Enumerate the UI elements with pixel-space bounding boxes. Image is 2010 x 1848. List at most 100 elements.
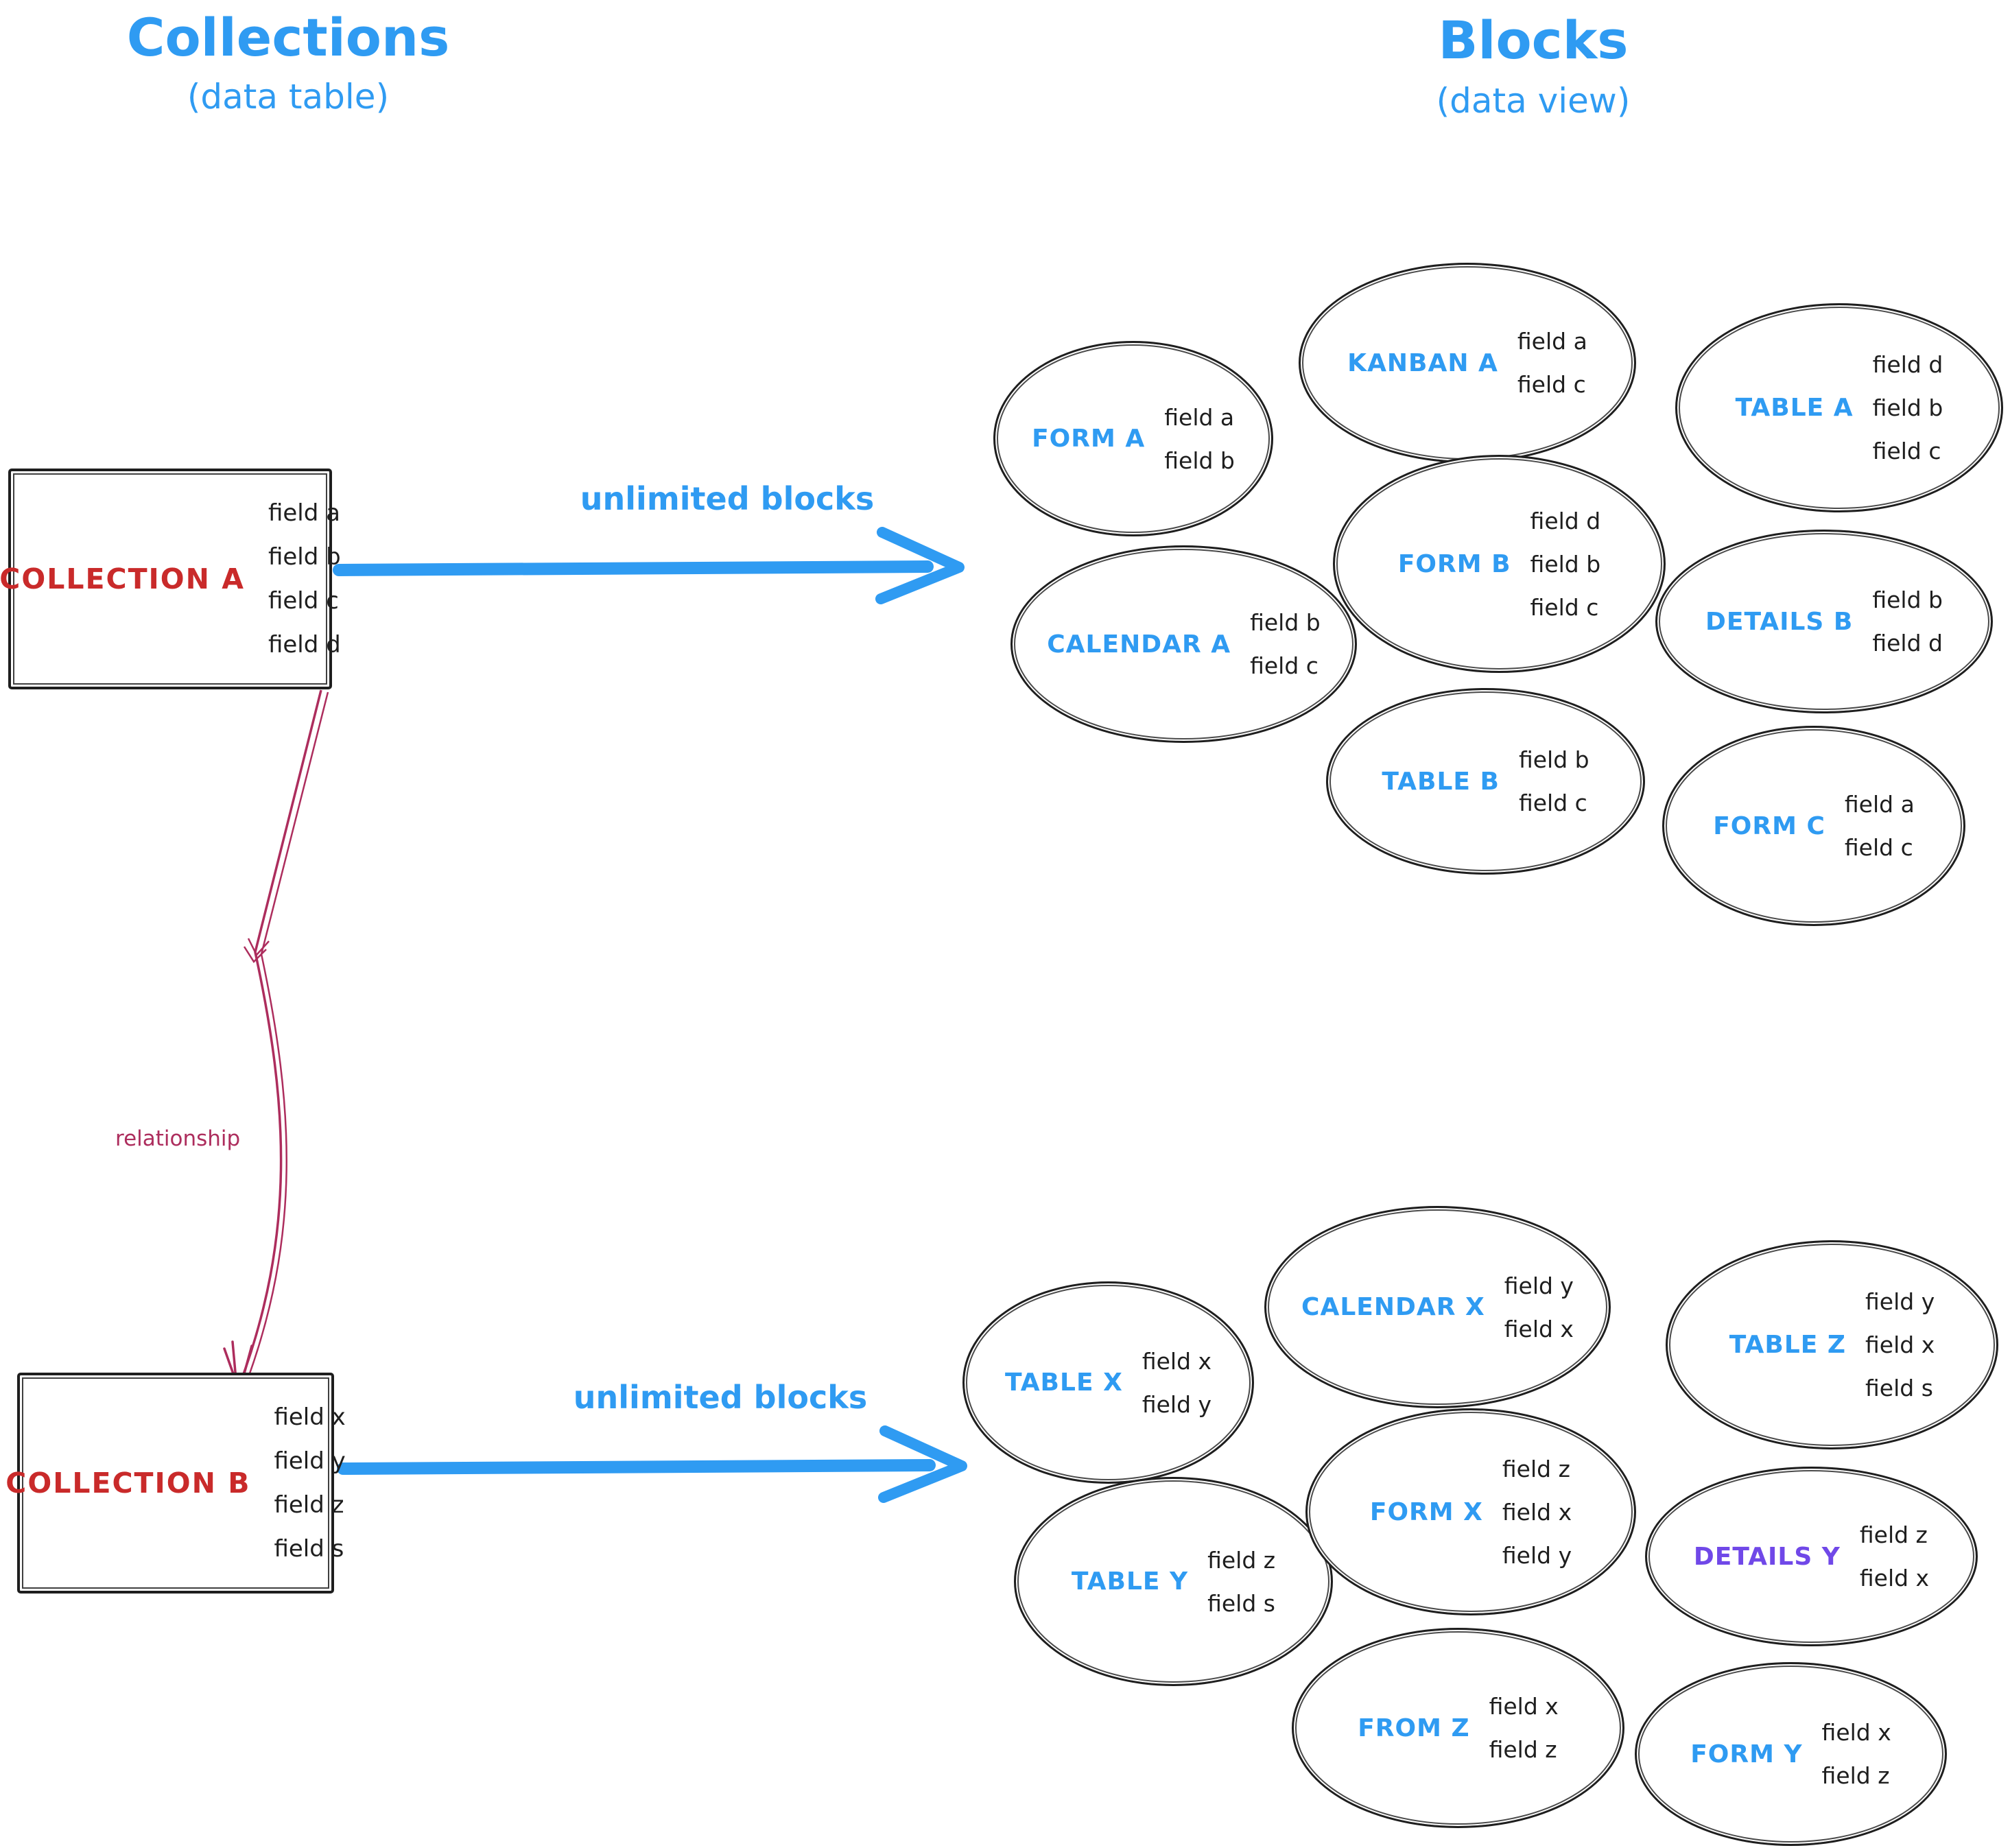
field-item: field b — [1164, 447, 1235, 474]
block-ellipse-table-y: TABLE Y field z field s — [1014, 1477, 1333, 1686]
field-item: field c — [1518, 790, 1587, 816]
field-item: field x — [274, 1403, 346, 1431]
block-label: FORM A — [1032, 425, 1146, 453]
collection-a-box: COLLECTION A field a field b field c fie… — [0, 469, 341, 689]
block-label: TABLE Y — [1071, 1567, 1189, 1596]
field-item: field c — [1844, 834, 1913, 861]
block-fields: field a field c — [1845, 791, 1915, 861]
relationship-arrow — [223, 689, 329, 1393]
field-item: field z — [1207, 1546, 1276, 1574]
field-item: field d — [268, 631, 341, 659]
collection-a-fields: field a field b field c field d — [268, 499, 341, 659]
block-fields: field z field s — [1207, 1547, 1275, 1617]
block-ellipse-form-x: FORM X field z field x field y — [1305, 1408, 1636, 1615]
field-item: field x — [1504, 1315, 1574, 1342]
field-item: field a — [1164, 403, 1235, 431]
field-item: field z — [1489, 1736, 1557, 1763]
block-ellipse-calendar-a: CALENDAR A field b field c — [1010, 545, 1357, 743]
field-item: field a — [268, 499, 340, 527]
field-item: field s — [274, 1535, 344, 1563]
block-fields: field d field b field c — [1530, 508, 1601, 621]
block-label: FORM B — [1397, 549, 1511, 578]
collection-b-box: COLLECTION B field x field y field z fie… — [5, 1373, 346, 1594]
field-item: field z — [1859, 1521, 1928, 1548]
collections-title: Collections — [126, 7, 450, 68]
block-label: TABLE X — [1004, 1369, 1123, 1397]
block-fields: field z field x — [1860, 1521, 1929, 1591]
field-item: field c — [1517, 371, 1586, 398]
field-item: field z — [1821, 1762, 1890, 1789]
block-ellipse-form-c: FORM C field a field c — [1662, 726, 1965, 926]
collections-subtitle: (data table) — [187, 77, 390, 117]
field-item: field s — [1865, 1375, 1933, 1401]
field-item: field b — [1518, 746, 1589, 773]
block-ellipse-table-z: TABLE Z field y field x field s — [1666, 1240, 1998, 1449]
block-ellipse-kanban-a: KANBAN A field a field c — [1299, 263, 1636, 463]
field-item: field b — [1872, 587, 1943, 613]
block-fields: field d field b field c — [1873, 351, 1943, 464]
field-item: field d — [1872, 630, 1943, 656]
block-ellipse-from-z: FROM Z field x field z — [1292, 1628, 1624, 1828]
block-label: FROM Z — [1358, 1714, 1470, 1742]
field-item: field x — [1142, 1347, 1212, 1375]
block-ellipse-details-b: DETAILS B field b field d — [1655, 530, 1993, 713]
field-item: field c — [268, 587, 339, 615]
field-item: field x — [1859, 1565, 1930, 1591]
field-item: field y — [1504, 1272, 1574, 1299]
block-label: FORM Y — [1690, 1740, 1803, 1768]
block-label: CALENDAR X — [1301, 1293, 1485, 1321]
field-item: field x — [1865, 1331, 1935, 1358]
block-fields: field z field x field y — [1502, 1456, 1572, 1569]
collection-b-label: COLLECTION B — [5, 1467, 251, 1500]
block-ellipse-details-y: DETAILS Y field z field x — [1645, 1467, 1978, 1646]
block-fields: field y field x field s — [1865, 1288, 1935, 1401]
field-item: field c — [1872, 438, 1941, 464]
blocks-subtitle: (data view) — [1436, 81, 1631, 121]
field-item: field y — [1865, 1288, 1935, 1315]
field-item: field b — [268, 543, 341, 571]
field-item: field b — [1530, 550, 1601, 578]
block-fields: field a field c — [1517, 328, 1587, 398]
block-fields: field x field z — [1822, 1719, 1891, 1789]
field-item: field y — [1502, 1541, 1572, 1569]
block-label: FORM C — [1713, 812, 1825, 840]
field-item: field z — [274, 1491, 344, 1519]
field-item: field b — [1250, 609, 1321, 636]
field-item: field x — [1489, 1693, 1559, 1720]
block-label: DETAILS B — [1705, 607, 1854, 636]
block-ellipse-calendar-x: CALENDAR X field y field x — [1264, 1206, 1611, 1408]
field-item: field b — [1872, 394, 1943, 421]
block-label: FORM X — [1369, 1497, 1483, 1526]
unlimited-blocks-arrow-a — [333, 527, 965, 604]
field-item: field d — [1872, 351, 1943, 378]
block-ellipse-form-b: FORM B field d field b field c — [1333, 455, 1666, 673]
block-label: DETAILS Y — [1693, 1542, 1841, 1571]
block-label: KANBAN A — [1347, 348, 1498, 377]
block-label: TABLE B — [1382, 767, 1500, 796]
blocks-title: Blocks — [1438, 10, 1629, 71]
unlimited-blocks-label-a: unlimited blocks — [580, 480, 875, 517]
block-fields: field b field c — [1250, 609, 1321, 679]
field-item: field c — [1530, 593, 1599, 621]
relationship-label: relationship — [115, 1126, 241, 1151]
field-item: field s — [1207, 1589, 1275, 1617]
block-label: TABLE Z — [1729, 1331, 1846, 1359]
field-item: field d — [1530, 507, 1601, 534]
block-ellipse-form-y: FORM Y field x field z — [1635, 1662, 1947, 1846]
field-item: field z — [1502, 1455, 1570, 1482]
block-fields: field x field y — [1142, 1348, 1211, 1418]
block-fields: field y field x — [1504, 1272, 1574, 1342]
unlimited-blocks-arrow-b — [337, 1425, 967, 1503]
block-label: TABLE A — [1735, 394, 1854, 422]
collection-a-label: COLLECTION A — [0, 562, 245, 595]
field-item: field a — [1517, 328, 1587, 355]
block-ellipse-table-b: TABLE B field b field c — [1326, 688, 1645, 875]
block-ellipse-table-a: TABLE A field d field b field c — [1675, 303, 2003, 512]
block-label: CALENDAR A — [1047, 630, 1231, 659]
unlimited-blocks-label-b: unlimited blocks — [573, 1379, 868, 1416]
field-item: field y — [1142, 1390, 1212, 1418]
block-ellipse-table-x: TABLE X field x field y — [962, 1281, 1254, 1484]
field-item: field c — [1250, 652, 1319, 679]
block-fields: field b field c — [1519, 746, 1589, 816]
